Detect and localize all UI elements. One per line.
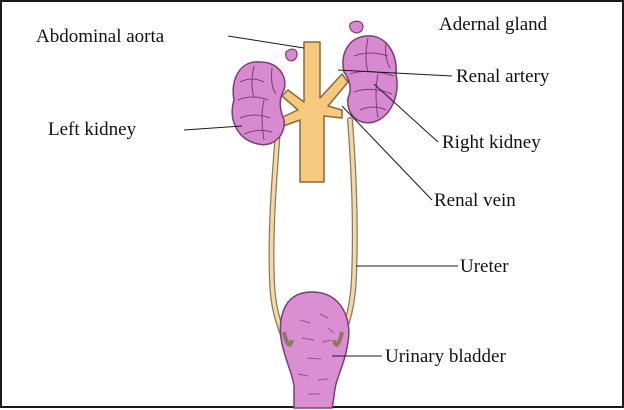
label-adrenal-gland: Adernal gland bbox=[439, 14, 548, 35]
right-kidney-body bbox=[343, 36, 397, 123]
bladder-body bbox=[280, 292, 348, 408]
label-urinary-bladder: Urinary bladder bbox=[385, 346, 506, 367]
label-right-kidney: Right kidney bbox=[442, 132, 541, 153]
label-left-kidney: Left kidney bbox=[48, 119, 137, 140]
leader-abdominal-aorta bbox=[228, 36, 304, 48]
urinary-bladder bbox=[280, 292, 348, 408]
label-ureter: Ureter bbox=[460, 256, 509, 277]
right-adrenal-gland bbox=[350, 21, 363, 33]
aorta-trunk bbox=[276, 42, 348, 182]
label-renal-vein: Renal vein bbox=[434, 190, 516, 211]
left-adrenal-gland bbox=[286, 49, 297, 61]
abdominal-aorta bbox=[276, 42, 348, 182]
left-kidney-body bbox=[232, 62, 285, 145]
label-renal-artery: Renal artery bbox=[456, 66, 550, 87]
label-abdominal-aorta: Abdominal aorta bbox=[36, 26, 165, 47]
leader-left-kidney bbox=[184, 126, 242, 130]
